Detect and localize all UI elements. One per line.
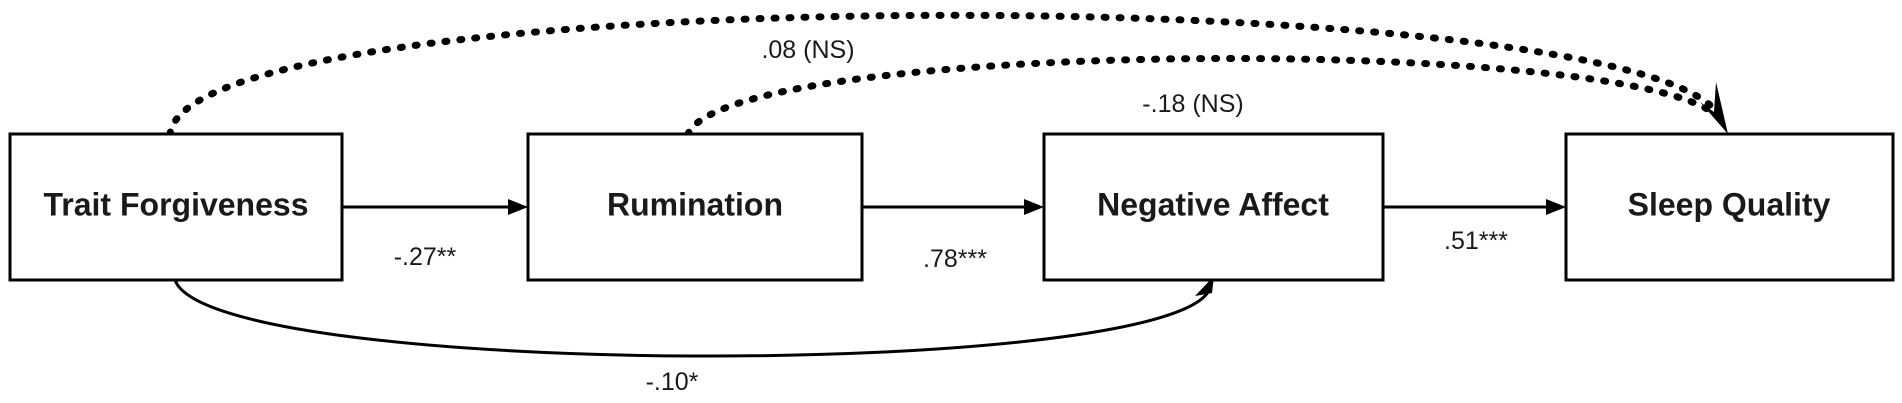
- coef-label-forgiveness-to-negative-affect: -.10*: [646, 368, 699, 396]
- node-label-trait-forgiveness: Trait Forgiveness: [44, 186, 309, 222]
- coef-label-rumination-to-sleep-quality: -.18 (NS): [1142, 90, 1243, 118]
- path-forgiveness-to-negative-affect: [173, 279, 1212, 358]
- node-negative-affect: Negative Affect: [1042, 132, 1385, 282]
- node-label-sleep-quality: Sleep Quality: [1628, 186, 1831, 222]
- path-rumination-to-sleep-quality: [684, 55, 1716, 138]
- node-label-negative-affect: Negative Affect: [1097, 186, 1329, 222]
- dotted-path-arrowhead: [1700, 82, 1728, 134]
- path-forgiveness-to-sleep-quality: [166, 11, 1719, 138]
- coef-label-forgiveness-to-rumination: -.27**: [394, 243, 457, 271]
- forgiveness-to-rumination-arrowhead: [508, 199, 528, 215]
- coef-label-rumination-to-negative-affect: .78***: [923, 245, 987, 273]
- node-label-rumination: Rumination: [607, 186, 783, 222]
- node-rumination: Rumination: [526, 132, 864, 282]
- coef-label-forgiveness-to-sleep-quality: .08 (NS): [761, 36, 854, 64]
- node-sleep-quality: Sleep Quality: [1564, 132, 1895, 282]
- negative-affect-to-sleep-quality-arrowhead: [1546, 199, 1566, 215]
- node-trait-forgiveness: Trait Forgiveness: [8, 132, 344, 282]
- coef-label-negative-affect-to-sleep-quality: .51***: [1444, 227, 1508, 255]
- rumination-to-negative-affect-arrowhead: [1024, 199, 1044, 215]
